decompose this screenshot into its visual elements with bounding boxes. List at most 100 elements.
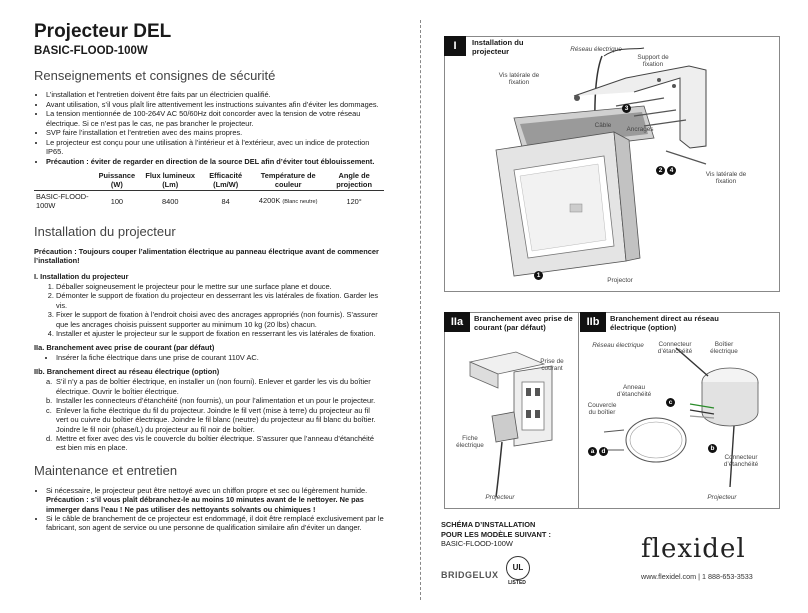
callout-c: c (666, 398, 675, 407)
spec-model: BASIC-FLOOD-100W (36, 192, 89, 211)
step-item: Installer et ajuster le projecteur sur l… (56, 329, 384, 338)
spec-header-temp: Température de couleur (252, 171, 325, 192)
floodlight-illustration (495, 47, 707, 277)
callout-1: 1 (534, 271, 543, 280)
step-item: a.S’il n’y a pas de boîtier électrique, … (46, 377, 384, 396)
section-1-title: I. Installation du projecteur (34, 271, 129, 281)
schema-line-2: POUR LES MODÈLE SUIVANT : (441, 529, 551, 539)
callout-a: a (588, 447, 597, 456)
step-text: Mettre et fixer avec des vis le couvercl… (56, 434, 374, 453)
label-fiche-electrique: Fiche électrique (456, 435, 484, 450)
install-caution: Précaution : Toujours couper l’alimentat… (34, 246, 379, 266)
step-text: Installer les connecteurs d’étanchéité (… (56, 396, 376, 406)
step-item: Démonter le support de fixation du proje… (56, 291, 384, 310)
section-2b-list: a.S’il n’y a pas de boîtier électrique, … (34, 377, 384, 453)
spec-flux: 8400 (161, 196, 179, 206)
label-reseau-electrique: Réseau électrique (570, 46, 622, 53)
spec-header-row: Puissance (W) Flux lumineux (Lm) Efficac… (34, 171, 384, 192)
spec-header-power: Puissance (W) (92, 171, 142, 192)
callout-d: d (599, 447, 608, 456)
diagram-1-title: Installation du projecteur (472, 38, 524, 57)
step-text: S’il n’y a pas de boîtier électrique, en… (56, 377, 371, 396)
label-ancrages: Ancrages (626, 126, 654, 133)
step-letter: d. (46, 434, 53, 444)
safety-list: L’installation et l’entretien doivent êt… (34, 90, 384, 166)
spec-temp-cell: 4200K (Blanc neutre) (252, 191, 324, 212)
section-2b-title: IIb. Branchement direct au réseau électr… (34, 366, 220, 376)
maintenance-text: Si nécessaire, le projecteur peut être n… (46, 485, 368, 495)
diagram-installation-panel (444, 36, 780, 292)
instructions-column: Projecteur DEL BASIC-FLOOD-100W Renseign… (34, 21, 384, 539)
step-letter: c. (46, 405, 52, 415)
schema-model: BASIC-FLOOD-100W (441, 539, 513, 549)
label-prise-courant: Prise de courant (540, 358, 564, 373)
step-item: Fixer le support de fixation à l’endroit… (56, 310, 384, 329)
safety-item: SVP faire l’installation et l’entretien … (46, 128, 384, 137)
diagram-1-tag: I (444, 36, 466, 56)
contact-info: www.flexidel.com | 1 888-653-3533 (641, 572, 753, 581)
spec-header-efficacy: Efficacité (Lm/W) (199, 171, 253, 192)
label-projecteur-2a: Projecteur (485, 494, 515, 501)
diagram-divider (578, 312, 579, 509)
callout-2: 2 (656, 166, 665, 175)
model-subtitle: BASIC-FLOOD-100W (34, 44, 148, 57)
step-item: Déballer soigneusement le projecteur pou… (56, 282, 384, 291)
diagram-connection-panel (444, 312, 780, 509)
maintenance-list: Si nécessaire, le projecteur peut être n… (34, 486, 384, 533)
spec-temp: 4200K (258, 196, 281, 206)
safety-caution-text: Précaution : éviter de regarder en direc… (46, 156, 375, 166)
label-vis-laterale-2: Vis latérale de fixation (705, 171, 747, 186)
label-support-fixation: Support de fixation (637, 54, 669, 69)
step-item: b.Installer les connecteurs d’étanchéité… (46, 396, 384, 406)
maintenance-caution: Précaution : s’il vous plaît débranchez-… (46, 495, 364, 514)
spec-header-model (34, 171, 93, 192)
step-letter: b. (46, 396, 53, 406)
spec-table: Puissance (W) Flux lumineux (Lm) Efficac… (34, 171, 384, 212)
diagram-2b-title: Branchement direct au réseau électrique … (610, 314, 719, 333)
section-2a-title: IIa. Branchement avec prise de courant (… (34, 342, 215, 352)
maintenance-item: Si le câble de branchement de ce project… (46, 514, 384, 533)
spec-row: BASIC-FLOOD-100W 100 8400 84 4200K (Blan… (34, 191, 384, 212)
label-boitier: Boîtier électrique (710, 341, 738, 356)
callout-b: b (708, 444, 717, 453)
safety-heading: Renseignements et consignes de sécurité (34, 67, 276, 83)
spec-header-flux: Flux lumineux (Lm) (141, 171, 200, 192)
label-projecteur-2b: Projecteur (707, 494, 737, 501)
safety-caution-item: Précaution : éviter de regarder en direc… (46, 157, 384, 166)
schema-line-1: SCHÉMA D’INSTALLATION (441, 520, 536, 529)
maintenance-heading: Maintenance et entretien (34, 462, 178, 478)
safety-item: Avant utilisation, s’il vous plaît lire … (46, 100, 384, 109)
ul-listed-label: LISTED (508, 580, 526, 586)
section-1-steps: Déballer soigneusement le projecteur pou… (34, 282, 384, 339)
diagram-2a-title: Branchement avec prise de courant (par d… (474, 314, 573, 333)
section-2a-list: Insérer la fiche électrique dans une pri… (34, 353, 384, 362)
safety-item: L’installation et l’entretien doivent êt… (46, 90, 384, 99)
diagram-2b-tag: IIb (580, 312, 606, 332)
install-heading: Installation du projecteur (34, 223, 176, 239)
ul-logo: UL (506, 556, 530, 580)
flexidel-logo: flexidel (641, 534, 746, 564)
step-item: c.Enlever la fiche électrique du fil du … (46, 406, 384, 434)
step-letter: a. (46, 377, 53, 387)
label-vis-laterale-1: Vis latérale de fixation (498, 72, 540, 87)
maintenance-item: Si nécessaire, le projecteur peut être n… (46, 486, 384, 514)
label-reseau-electrique-2b: Réseau électrique (592, 342, 644, 349)
label-connecteur-2: Connecteur d’étanchéité (723, 454, 759, 469)
safety-item: La tension mentionnée de 100-264V AC 50/… (46, 109, 384, 128)
label-anneau: Anneau d’étanchéité (616, 384, 652, 399)
spec-efficacy: 84 (221, 196, 230, 206)
spec-temp-note: (Blanc neutre) (282, 199, 318, 206)
page-title: Projecteur DEL (34, 21, 172, 42)
schema-info: SCHÉMA D’INSTALLATION POUR LES MODÈLE SU… (441, 520, 551, 549)
connection-illustration (468, 347, 759, 498)
bridgelux-logo: BRIDGELUX (441, 570, 499, 580)
spec-angle: 120° (346, 196, 362, 206)
step-item: d.Mettre et fixer avec des vis le couver… (46, 434, 384, 453)
spec-power: 100 (110, 196, 124, 206)
spec-header-angle: Angle de projection (324, 171, 384, 192)
label-connecteur-1: Connecteur d’étanchéité (657, 341, 693, 356)
step-item: Insérer la fiche électrique dans une pri… (56, 353, 384, 362)
callout-4: 4 (667, 166, 676, 175)
label-projector: Projector (607, 277, 633, 284)
callout-3: 3 (622, 104, 631, 113)
